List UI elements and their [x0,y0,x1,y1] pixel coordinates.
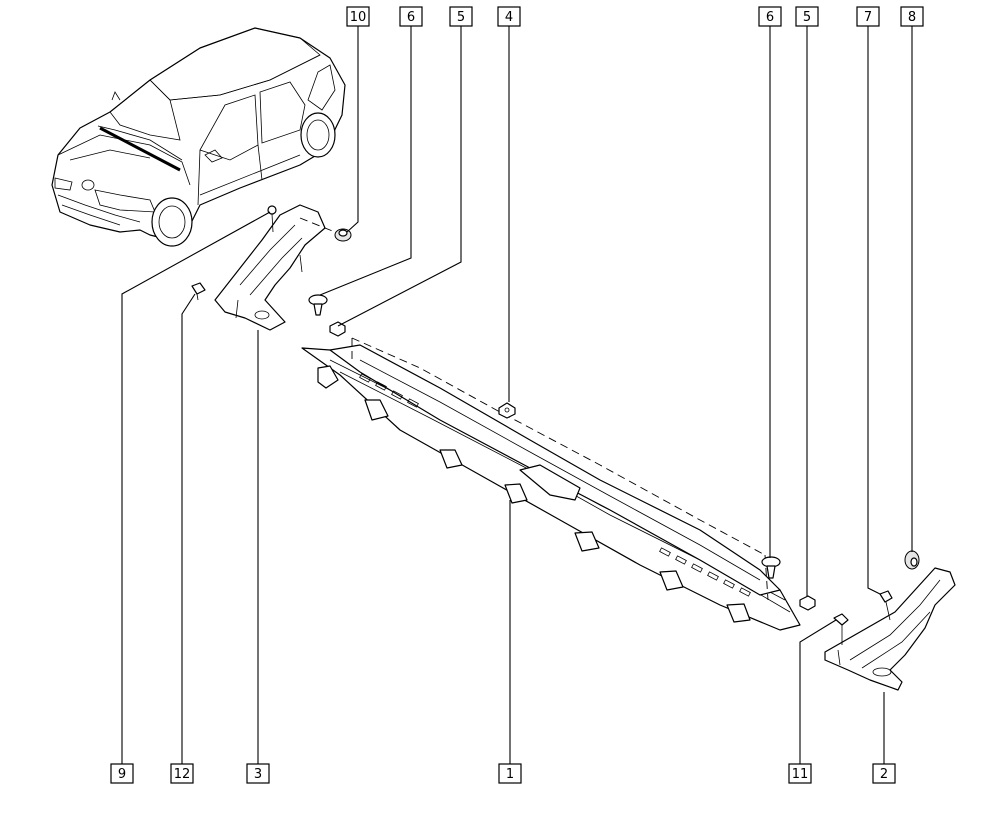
callout-label: 2 [880,767,888,782]
callout-6-left: 6 [399,6,423,27]
callout-5-left: 5 [449,6,473,27]
callout-3: 3 [246,763,270,784]
callout-label: 1 [506,767,514,782]
callout-label: 6 [766,10,774,25]
callout-label: 9 [118,767,126,782]
clip-part-6-left [308,294,328,316]
fastener-part-12 [191,282,206,301]
right-bracket-part-2 [824,567,956,691]
car-illustration [51,27,346,247]
callout-label: 12 [174,767,191,782]
callout-1: 1 [498,763,522,784]
callout-6-right: 6 [758,6,782,27]
callout-2: 2 [872,763,896,784]
nut-part-5-right [799,595,816,611]
callout-label: 3 [254,767,262,782]
callout-4: 4 [497,6,521,27]
callout-label: 8 [908,10,916,25]
fastener-part-7 [879,590,893,621]
callout-12: 12 [170,763,194,784]
callout-label: 7 [864,10,872,25]
left-bracket-part-3 [214,204,326,331]
callout-10: 10 [346,6,370,27]
callout-9: 9 [110,763,134,784]
alignment-dashed-line [351,337,766,556]
callout-label: 11 [792,767,809,782]
fastener-part-11 [833,613,849,645]
callout-label: 5 [457,10,465,25]
leader-lines [121,26,913,764]
callout-5-right: 5 [795,6,819,27]
callout-label: 5 [803,10,811,25]
callout-8: 8 [900,6,924,27]
fastener-part-4 [498,402,516,419]
callout-11: 11 [788,763,812,784]
callout-label: 6 [407,10,415,25]
callout-label: 4 [505,10,513,25]
nut-part-5-left [329,321,346,337]
callout-7: 7 [856,6,880,27]
main-crossmember-part-1 [301,344,801,631]
clip-part-6-right [761,556,781,579]
callout-label: 10 [350,10,367,25]
grommet-part-8 [904,550,920,570]
